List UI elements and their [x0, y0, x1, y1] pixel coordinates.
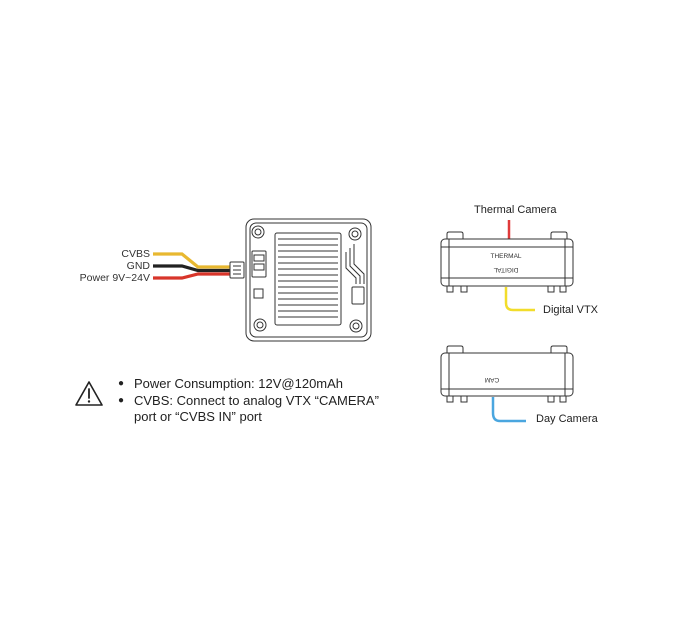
- callout-thermal-camera: Thermal Camera: [474, 204, 557, 216]
- digital-vtx-line: [504, 287, 535, 312]
- heatsink-fins: [274, 232, 342, 326]
- wire-harness: [153, 252, 232, 280]
- callout-digital-vtx: Digital VTX: [543, 304, 599, 316]
- callout-day-camera: Day Camera: [536, 413, 598, 425]
- wire-label-cvbs: CVBS: [121, 248, 150, 260]
- side-pads: [251, 250, 267, 299]
- notes-block: Power Consumption: 12V@120mAh CVBS: Conn…: [118, 376, 379, 426]
- warning-triangle-icon: [75, 381, 103, 406]
- board-top-view: [153, 218, 372, 342]
- mounting-holes: [251, 225, 363, 333]
- engraving-thermal: THERMAL: [490, 253, 521, 260]
- notes-list: Power Consumption: 12V@120mAh CVBS: Conn…: [118, 376, 379, 426]
- note-text: Power Consumption: 12V@120mAh: [134, 376, 344, 391]
- power-wire: [153, 272, 232, 280]
- wire-label-power: Power 9V~24V: [79, 272, 150, 284]
- note-cvbs: CVBS: Connect to analog VTX “CAMERA”port…: [118, 393, 379, 426]
- note-text: CVBS: Connect to analog VTX “CAMERA”: [134, 392, 379, 408]
- side-view-thermal: THERMAL DIGITAL: [440, 220, 574, 312]
- side-view-day: CAM: [440, 345, 574, 423]
- day-camera-line: [491, 397, 526, 423]
- engraving-cam: CAM: [485, 376, 499, 383]
- wire-label-gnd: GND: [126, 260, 150, 272]
- board-traces: [345, 244, 365, 305]
- jst-connector: [229, 261, 245, 279]
- board-outline: [245, 218, 372, 342]
- engraving-digital: DIGITAL: [493, 266, 518, 273]
- gnd-wire: [153, 264, 232, 273]
- cvbs-wire: [153, 252, 232, 269]
- note-text-continued: port or “CVBS IN” port: [134, 409, 262, 424]
- note-power-consumption: Power Consumption: 12V@120mAh: [118, 376, 379, 393]
